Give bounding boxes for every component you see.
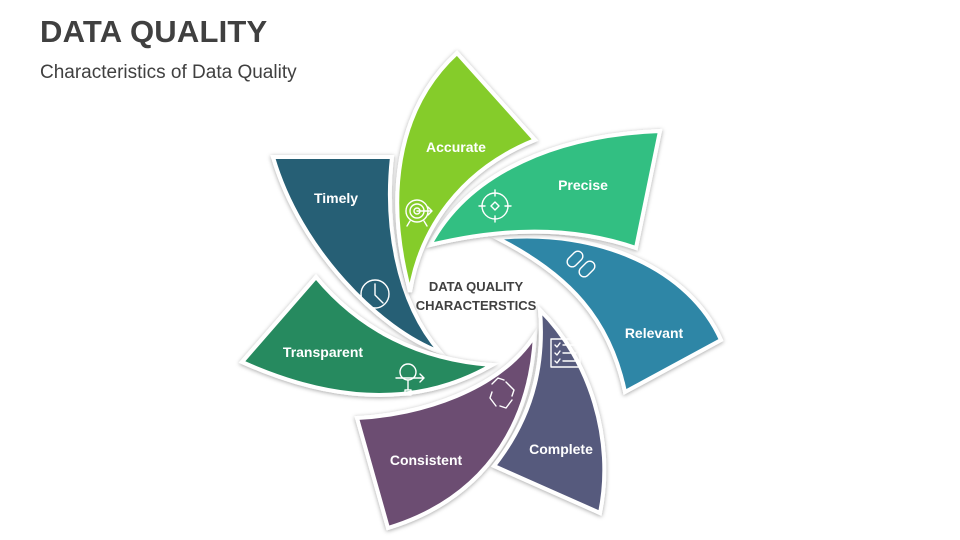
cycle-arrows-icon xyxy=(489,377,515,409)
checklist-icon xyxy=(550,338,581,368)
clock-icon xyxy=(360,279,390,309)
petal-complete-label: Complete xyxy=(529,441,593,457)
page-subtitle: Characteristics of Data Quality xyxy=(40,62,297,83)
petal-consistent: Consistent xyxy=(354,327,538,531)
petal-timely-shape xyxy=(270,155,447,357)
petal-complete: Complete xyxy=(490,304,607,516)
petal-transparent: Transparent xyxy=(238,273,499,397)
petal-relevant: Relevant xyxy=(489,234,724,396)
petal-accurate-shape xyxy=(395,50,539,293)
center-title-line1: DATA QUALITY xyxy=(429,279,524,294)
petal-consistent-shape xyxy=(354,327,538,531)
petal-timely: Timely xyxy=(270,155,447,357)
petal-precise: Precise xyxy=(426,128,663,251)
center-title-line2: CHARACTERSTICS xyxy=(416,298,537,313)
petal-precise-shape xyxy=(426,128,663,251)
crosshair-icon xyxy=(478,189,512,223)
petal-consistent-label: Consistent xyxy=(390,452,463,468)
petal-accurate: Accurate xyxy=(395,50,539,293)
petal-accurate-label: Accurate xyxy=(426,139,486,155)
petal-timely-label: Timely xyxy=(314,190,358,206)
magnifier-process-icon xyxy=(395,363,425,396)
petal-relevant-label: Relevant xyxy=(625,325,684,341)
target-icon xyxy=(405,199,433,227)
petal-transparent-shape xyxy=(238,273,499,397)
petal-complete-shape xyxy=(490,304,607,516)
petal-relevant-shape xyxy=(489,234,724,396)
page-title: DATA QUALITY xyxy=(40,14,268,49)
petal-precise-label: Precise xyxy=(558,177,608,193)
petal-transparent-label: Transparent xyxy=(283,344,363,360)
link-icon xyxy=(566,250,596,278)
